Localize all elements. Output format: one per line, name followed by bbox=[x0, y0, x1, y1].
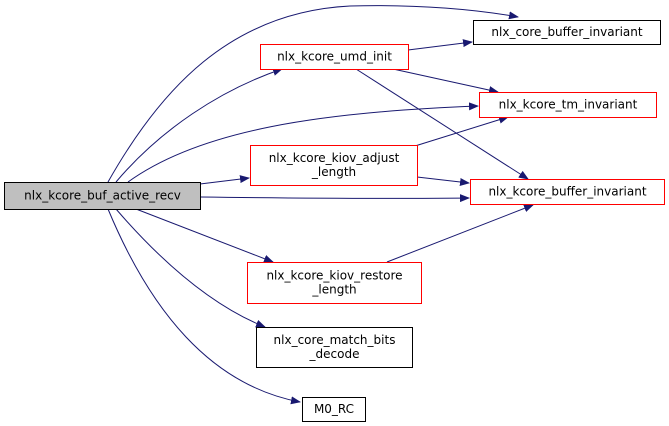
node-box[interactable] bbox=[260, 44, 409, 70]
node-kiov-restore[interactable]: nlx_kcore_kiov_restore_length bbox=[247, 262, 422, 304]
node-box[interactable] bbox=[479, 92, 657, 118]
node-label: nlx_core_buffer_invariant bbox=[491, 25, 642, 39]
edge-root-to-umd-init bbox=[115, 68, 283, 183]
node-label: _length bbox=[311, 165, 356, 179]
node-label: nlx_kcore_buf_active_recv bbox=[24, 189, 181, 203]
node-umd-init[interactable]: nlx_kcore_umd_init bbox=[260, 44, 409, 70]
node-core-buffer-inv[interactable]: nlx_core_buffer_invariant bbox=[473, 20, 661, 45]
node-box[interactable] bbox=[247, 262, 422, 304]
edge-root-to-core-buffer-invariant bbox=[107, 5, 519, 183]
node-root[interactable]: nlx_kcore_buf_active_recv bbox=[4, 182, 201, 210]
node-tm-inv[interactable]: nlx_kcore_tm_invariant bbox=[479, 92, 657, 118]
node-label: nlx_core_match_bits bbox=[274, 333, 396, 347]
edges bbox=[107, 5, 534, 405]
edge-root-to-m0-rc bbox=[107, 208, 301, 405]
edge-kiov-adjust-to-kcore-buffer-invariant bbox=[416, 176, 470, 186]
edge-umd-init-to-kcore-buffer-invariant bbox=[355, 68, 529, 180]
edge-root-to-kiov-restore-length bbox=[135, 208, 274, 263]
node-m0-rc[interactable]: M0_RC bbox=[302, 397, 366, 422]
node-box[interactable] bbox=[302, 397, 366, 422]
node-box[interactable] bbox=[4, 182, 201, 210]
edge-root-to-kiov-adjust-length bbox=[199, 175, 250, 185]
node-label: nlx_kcore_kiov_restore bbox=[266, 269, 402, 283]
node-label: _decode bbox=[309, 347, 360, 361]
edge-kiov-adjust-to-tm-invariant bbox=[414, 115, 509, 147]
node-box[interactable] bbox=[473, 20, 661, 45]
edge-umd-init-to-core-buffer-invariant bbox=[407, 39, 473, 51]
edge-root-to-tm-invariant bbox=[127, 102, 479, 183]
edge-kiov-restore-to-kcore-buffer-invariant bbox=[386, 204, 534, 263]
node-kcore-buffer-inv[interactable]: nlx_kcore_buffer_invariant bbox=[470, 179, 665, 205]
node-box[interactable] bbox=[256, 327, 413, 368]
node-match-bits[interactable]: nlx_core_match_bits_decode bbox=[256, 327, 413, 368]
node-label: nlx_kcore_buffer_invariant bbox=[488, 185, 646, 199]
edge-root-to-match-bits-decode bbox=[115, 208, 266, 328]
node-box[interactable] bbox=[250, 145, 418, 186]
node-box[interactable] bbox=[470, 179, 665, 205]
edge-umd-init-to-tm-invariant bbox=[392, 68, 499, 94]
node-label: nlx_kcore_tm_invariant bbox=[499, 98, 638, 112]
edge-root-to-kcore-buffer-invariant bbox=[199, 194, 470, 203]
node-label: nlx_kcore_kiov_adjust bbox=[269, 151, 400, 165]
node-label: nlx_kcore_umd_init bbox=[277, 50, 392, 64]
node-label: M0_RC bbox=[314, 402, 354, 416]
node-kiov-adjust[interactable]: nlx_kcore_kiov_adjust_length bbox=[250, 145, 418, 186]
node-label: _length bbox=[311, 283, 356, 297]
